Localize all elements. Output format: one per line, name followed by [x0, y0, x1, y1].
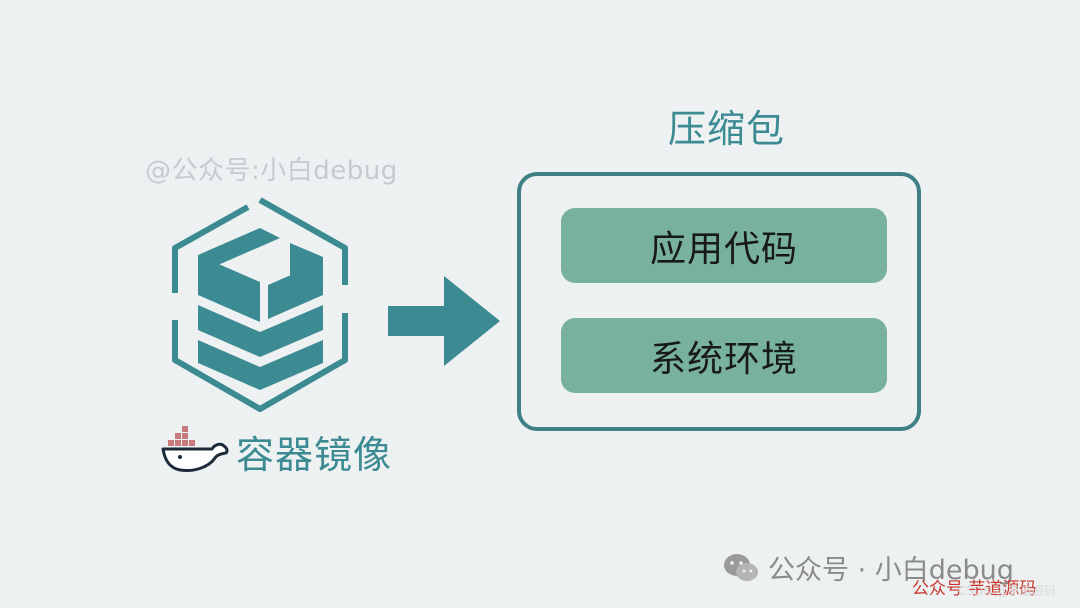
image-label: 容器镜像	[236, 433, 393, 477]
watermark-top: @公众号:小白debug	[145, 156, 398, 186]
hexagon-layered-cube-icon	[172, 197, 348, 412]
package-box: 应用代码 系统环境	[517, 172, 921, 431]
pill-system-env: 系统环境	[561, 318, 887, 393]
wechat-watermark: 公众号 · 小白debug	[722, 548, 1014, 587]
right-arrow-icon	[388, 276, 500, 366]
docker-whale-icon	[161, 426, 229, 472]
red-watermark: 公众号 芋道源码	[912, 579, 1037, 599]
pill-app-code: 应用代码	[561, 208, 887, 283]
csdn-watermark: CSDN @芋道源码	[958, 584, 1057, 598]
wechat-watermark-text: 公众号 · 小白debug	[768, 555, 1014, 586]
package-title: 压缩包	[668, 107, 786, 151]
wechat-icon	[724, 553, 758, 581]
